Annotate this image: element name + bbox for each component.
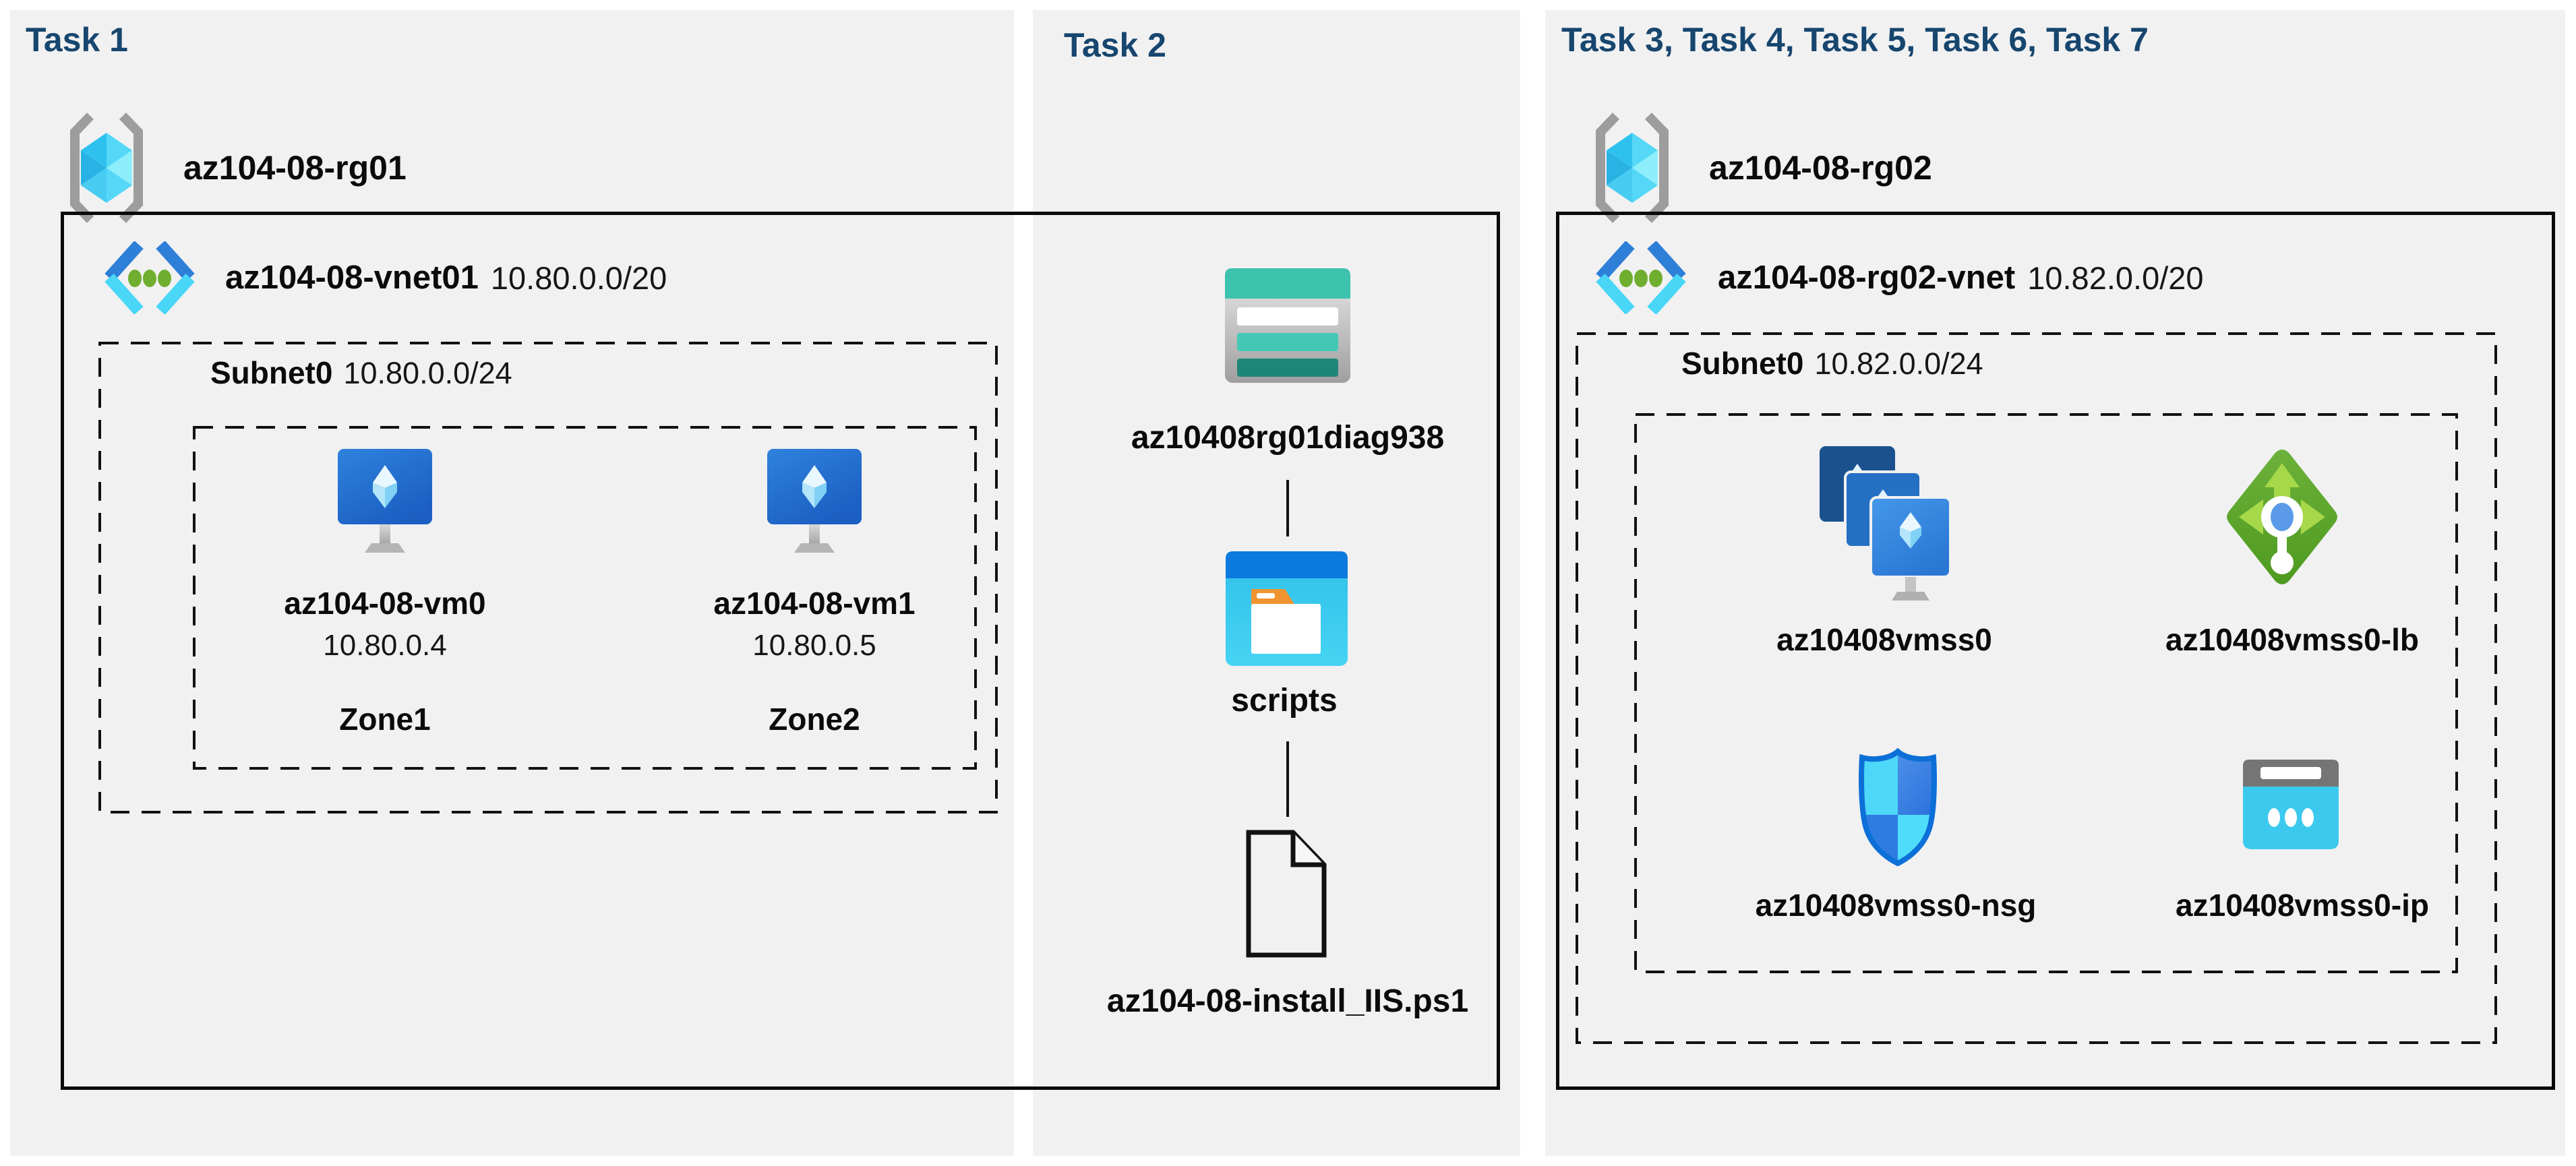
load-balancer-icon [2227, 450, 2337, 584]
file-icon [1246, 830, 1327, 958]
task1-panel [10, 10, 1014, 1156]
resource-group-name: az104-08-rg02 [1709, 149, 1932, 187]
vnet1-boundary-box [61, 212, 1500, 1090]
storage-account-icon [1225, 268, 1350, 383]
resource-group-icon [1596, 113, 1669, 223]
resource-group-name: az104-08-rg01 [183, 149, 407, 187]
subnet-cidr: 10.82.0.0/24 [1814, 346, 1983, 381]
task1-title: Task 1 [26, 21, 128, 59]
public-ip-icon [2243, 760, 2339, 849]
task3-title: Task 3, Task 4, Task 5, Task 6, Task 7 [1561, 21, 2149, 59]
subnet-name: Subnet0 [1681, 346, 1804, 381]
vmss-name: az10408vmss0 [1776, 622, 1992, 657]
vm-name: az104-08-vm0 [284, 586, 486, 621]
storage-account-name: az10408rg01diag938 [1131, 420, 1445, 456]
vm-ip: 10.80.0.5 [752, 629, 876, 662]
vnet-label: az104-08-rg02-vnet 10.82.0.0/20 [1718, 241, 2204, 314]
vnet-name: az104-08-rg02-vnet [1718, 259, 2016, 296]
load-balancer-name: az10408vmss0-lb [2165, 622, 2419, 657]
virtual-machine-icon [338, 449, 432, 553]
subnet-cidr: 10.80.0.0/24 [343, 356, 512, 390]
task3-panel [1545, 10, 2565, 1156]
task2-title: Task 2 [1064, 26, 1166, 64]
vnet-cidr: 10.80.0.0/20 [490, 259, 667, 296]
subnet2-dashed-box [1576, 332, 2497, 1044]
connector-line [1286, 480, 1289, 536]
public-ip-name: az10408vmss0-ip [2176, 888, 2429, 923]
vnet-label: az104-08-vnet01 10.80.0.0/20 [225, 241, 667, 314]
container-name: scripts [1231, 683, 1338, 718]
vnet-cidr: 10.82.0.0/20 [2027, 259, 2204, 296]
subnet-label: Subnet0 10.82.0.0/24 [1681, 345, 1983, 381]
vnet2-boundary-box [1556, 212, 2555, 1090]
vmss-dashed-box [1634, 413, 2458, 973]
subnet-label: Subnet0 10.80.0.0/24 [210, 355, 512, 391]
connector-line [1286, 741, 1289, 817]
virtual-network-icon [1596, 241, 1686, 314]
vm-zone: Zone1 [339, 702, 431, 737]
vnet-name: az104-08-vnet01 [225, 259, 479, 296]
nsg-name: az10408vmss0-nsg [1755, 888, 2037, 923]
subnet-name: Subnet0 [210, 355, 333, 390]
virtual-network-icon [104, 241, 195, 314]
network-security-group-icon [1859, 747, 1937, 866]
virtual-machine-icon [767, 449, 862, 553]
script-file-name: az104-08-install_IIS.ps1 [1106, 983, 1469, 1019]
subnet1-dashed-box [98, 342, 998, 814]
resource-group-icon [70, 113, 143, 223]
vm-zone: Zone2 [769, 702, 860, 737]
vm-scale-set-icon [1820, 446, 1952, 601]
vm-name: az104-08-vm1 [713, 586, 916, 621]
vm-ip: 10.80.0.4 [323, 629, 447, 662]
vm-zone-dashed-box [193, 426, 977, 770]
blob-container-icon [1226, 551, 1348, 666]
